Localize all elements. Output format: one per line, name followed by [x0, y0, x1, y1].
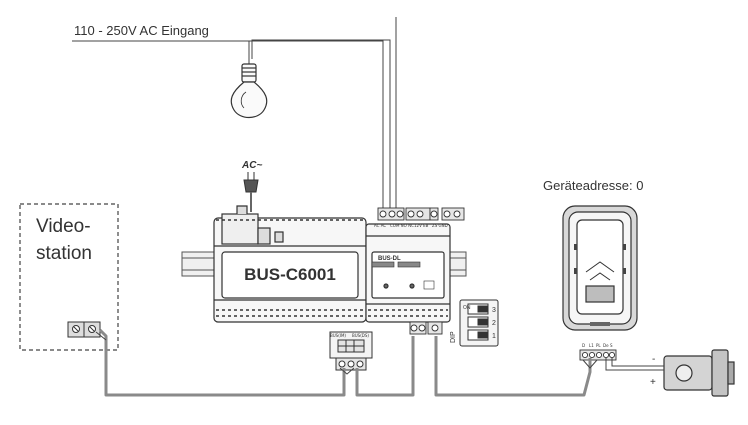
video-station: Video- station [19, 203, 119, 351]
panel-terminal-de: De [603, 343, 609, 348]
bus-dl-module [365, 223, 451, 323]
panel-terminal-labels: D L1 PL De S [582, 343, 613, 348]
terminal-label-ac: AC AC [374, 223, 386, 228]
panel-terminal-pl: PL [596, 343, 601, 348]
controller-vents [216, 219, 364, 317]
terminal-label-12v-eb: 12V EB [414, 223, 429, 228]
bus-terminal-connector [329, 331, 373, 371]
power-plug-icon [243, 172, 259, 212]
bus-controller [213, 205, 367, 323]
bus-dl-lower-terminals [409, 321, 443, 335]
terminal-label-com-no-nc: COM NO NC [390, 223, 414, 228]
terminal-label-zs-gnd: ZS GND [432, 223, 448, 228]
video-station-title-line1: Video- [36, 216, 91, 237]
outdoor-door-panel [562, 205, 638, 331]
station-terminal [67, 321, 101, 338]
dip-label: DIP [450, 331, 457, 343]
bus-dl-label: BUS-DL [378, 256, 401, 262]
dip-switch [459, 299, 499, 347]
panel-terminal-d: D [582, 343, 585, 348]
dip-switch-2-label: 2 [492, 320, 496, 327]
lock-minus-label: - [652, 354, 655, 365]
dip-switch-3-label: 3 [492, 307, 496, 314]
mains-input-label: 110 - 250V AC Eingang [74, 23, 209, 38]
light-bulb-icon [230, 63, 268, 119]
dip-on-label: ON [463, 305, 471, 311]
top-terminal-blocks [377, 207, 465, 221]
bus-ds-label: BUS(DS) [352, 333, 369, 338]
bus-cable-ends [95, 331, 598, 375]
controller-label: BUS-C6001 [244, 265, 336, 284]
electric-lock-icon [663, 349, 735, 397]
ac-label: AC~ [241, 160, 262, 171]
top-terminal-labels: AC AC COM NO NC 12V EB ZS GND [374, 223, 448, 228]
panel-terminal-l1: L1 [589, 343, 594, 348]
panel-terminal-block [579, 349, 617, 361]
dip-switch-1-label: 1 [492, 333, 496, 340]
mains-wires [72, 17, 397, 208]
lock-plus-label: + [650, 377, 656, 388]
lock-wires [605, 358, 664, 371]
panel-terminal-s: S [610, 343, 613, 348]
dip-switch-labels: DIP ON 3 2 1 [450, 305, 496, 343]
panel-address-label: Geräteadresse: 0 [543, 178, 643, 193]
video-station-title-line2: station [36, 243, 92, 264]
bus-im-label: BUS(IM) [330, 333, 346, 338]
